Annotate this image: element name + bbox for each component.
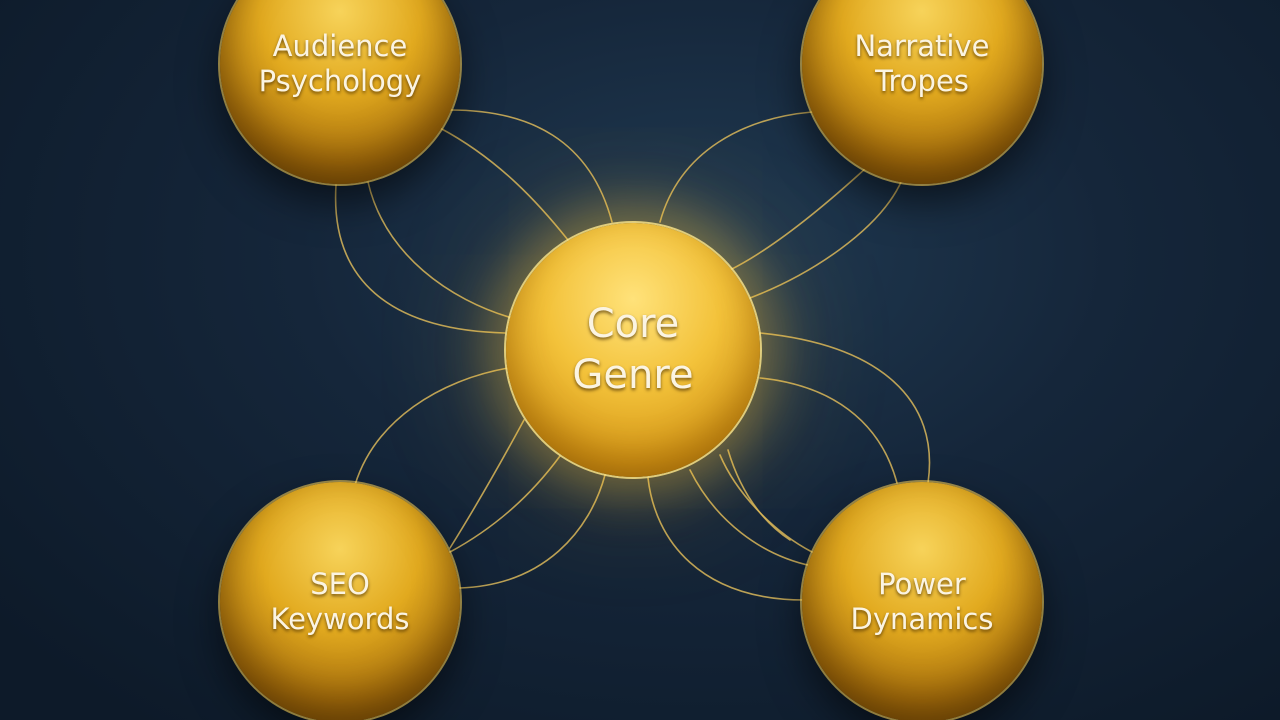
connector-audience-psychology-2 (439, 127, 569, 241)
node-power-dynamics[interactable]: Power Dynamics (802, 482, 1042, 720)
node-seo-keywords[interactable]: SEO Keywords (220, 482, 460, 720)
connector-narrative-tropes-2 (729, 167, 867, 271)
connector-audience-psychology-4 (334, 184, 506, 334)
connector-power-dynamics-5 (647, 477, 806, 601)
core-label: Core Genre (572, 301, 694, 398)
connector-narrative-tropes-1 (659, 111, 813, 223)
connector-audience-psychology-3 (367, 181, 513, 319)
connector-seo-keywords-3 (449, 455, 561, 553)
connector-narrative-tropes-3 (749, 179, 903, 299)
node-label: SEO Keywords (270, 567, 410, 636)
connector-power-dynamics-4 (689, 469, 813, 567)
node-label: Audience Psychology (258, 29, 422, 98)
node-label: Narrative Tropes (854, 29, 990, 98)
node-audience-psychology[interactable]: Audience Psychology (220, 0, 460, 184)
connector-seo-keywords-2 (449, 419, 525, 549)
connector-power-dynamics-6 (727, 449, 791, 541)
connector-power-dynamics-2 (759, 377, 898, 484)
node-label: Power Dynamics (850, 567, 994, 636)
connector-audience-psychology-1 (449, 109, 613, 223)
connector-power-dynamics-1 (759, 332, 931, 484)
node-narrative-tropes[interactable]: Narrative Tropes (802, 0, 1042, 184)
connector-seo-keywords-4 (459, 474, 606, 589)
node-core-genre[interactable]: Core Genre (506, 223, 760, 477)
connector-power-dynamics-3 (719, 454, 813, 553)
connector-seo-keywords-1 (354, 367, 509, 486)
